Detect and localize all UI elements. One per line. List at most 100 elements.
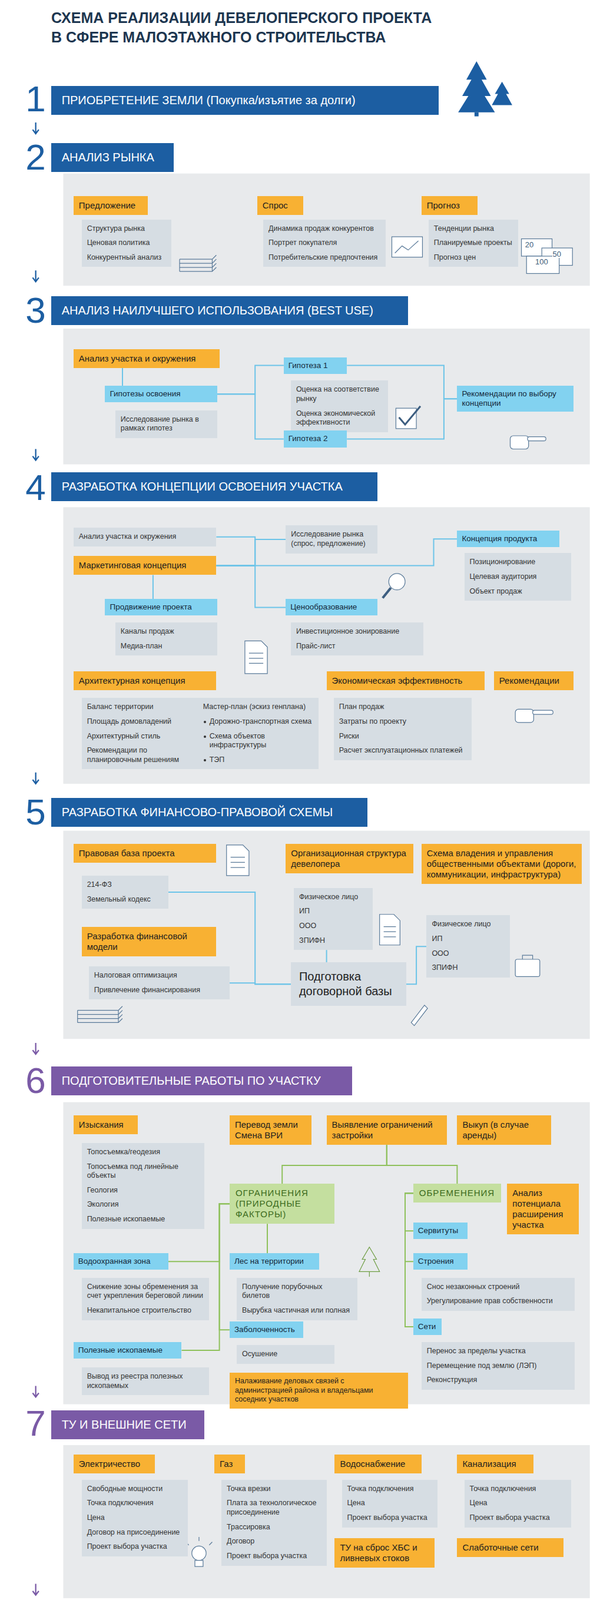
node-text: Земельный кодекс [87,894,164,905]
node-text: ЗПИФН [431,963,505,973]
illustration-group [32,61,590,1599]
node-text: Анализ потенциала расширения участка [512,1187,573,1231]
heading-box: Организационная структура девелопера [285,843,414,874]
node-text: Выкуп (в случае аренды) [462,1119,546,1141]
node-text: Водоснабжение [339,1458,416,1470]
node-text: Оценка на соответствие рынку [296,385,383,404]
connector [216,539,286,566]
node-text: Заболоченность [234,1324,299,1335]
list-box: Физическое лицоИПОООЗПИФН [293,887,373,951]
category-box: ОГРАНИЧЕНИЯ (ПРИРОДНЫЕ ФАКТОРЫ) [229,1183,335,1224]
node-text: Перемещение под землю (ЛЭП) [426,1361,570,1371]
heading-box: ТУ на сброс ХБС и ливневых стоков [334,1537,435,1568]
subheading-box: Полезные ископаемые [73,1341,182,1359]
subheading-box: Гипотеза 2 [283,430,347,447]
node-text: Вывод из реестра полезных ископаемых [87,1371,205,1391]
node-text: ТЭП [209,755,314,765]
section-band: ПРИОБРЕТЕНИЕ ЗЕМЛИ (Покупка/изъятие за д… [51,85,440,115]
node-text: Прогноз [426,200,473,211]
section-number: 3 [25,292,46,329]
node-text: Разработка финансовой модели [87,930,212,953]
node-text: Строения [418,1256,463,1266]
node-text: Ценовая политика [87,238,167,248]
list-box: 214-ФЗ Земельный кодекс [81,875,169,909]
node-text: Затраты по проекту [339,717,467,727]
heading-box: Слаботочные сети [456,1537,563,1557]
node-text: АНАЛИЗ РЫНКА [61,150,155,165]
node-text: Предложение [78,200,144,211]
node-text: Сервитуты [418,1225,463,1236]
node-text: Исследование рынка в рамках гипотез [120,415,212,434]
node-text: Свободные мощности [87,1484,183,1494]
heading-box: Анализ потенциала расширения участка [506,1183,579,1235]
list-box: Вывод из реестра полезных ископаемых [81,1367,210,1395]
node-text: Осушение [242,1349,330,1359]
connector [121,368,124,386]
connector [386,1144,458,1184]
list-box: Исследование рынка в рамках гипотез [115,410,218,439]
node-text: Гипотеза 2 [288,433,343,444]
node-text: Выявление ограничений застройки [332,1119,442,1141]
node-text: Газ [219,1458,240,1470]
node-text: ТУ И ВНЕШНИЕ СЕТИ [61,1417,187,1432]
subheading-box: Ценообразование [285,598,378,616]
connector [216,565,286,608]
node-text: Договор [226,1536,321,1547]
node-text: РАЗРАБОТКА ФИНАНСОВО-ПРАВОВОЙ СХЕМЫ [61,805,334,820]
node-text: Архитектурная концепция [78,675,212,686]
connector [219,1203,230,1330]
node-text: Организационная структура девелопера [290,847,409,870]
node-text: Проект выбора участка [347,1513,433,1523]
subheading-box: Гипотеза 1 [283,357,347,374]
node-text: Архитектурный стиль [87,731,198,742]
list-box: Снос незаконных строенийУрегулирование п… [421,1277,575,1311]
node-text: Налаживание деловых связей с администрац… [234,1376,403,1405]
list-column: Мастер-план (эскиз генплана)Дорожно-тран… [203,702,314,765]
heading-box: Водоснабжение [334,1454,422,1474]
list-box: Баланс территорииПлощадь домовладенийАрх… [81,697,319,769]
node-text: ООО [431,949,505,959]
heading-box: Спрос [257,196,304,215]
node-text: Подготовка договорной базы [299,969,399,999]
node-text: Урегулирование прав собственности [426,1296,570,1306]
node-text: Смена ВРИ [234,1129,307,1141]
node-text: Дорожно-транспортная схема [209,717,314,727]
subheading-box: Сети [413,1318,443,1335]
list-columns: Баланс территорииПлощадь домовладенийАрх… [87,702,314,765]
node-text: 214-ФЗ [87,880,164,890]
list-box: Налоговая оптимизацияПривлечение финанси… [88,966,230,1000]
list-box: Точка подключенияЦенаПроект выбора участ… [342,1479,439,1528]
connector [405,1192,414,1327]
node-text: Рекомендации по планировочным решениям [87,746,198,765]
list-box: ПозиционированиеЦелевая аудиторияОбъект … [464,552,572,601]
list-box: Осушение [236,1344,335,1364]
subheading-box: Концепция продукта [456,530,559,548]
list-box: Исследование рынка (спрос, предложение) [285,525,378,553]
subheading-box: Заболоченность [229,1321,304,1338]
node-text: ТУ на сброс ХБС и ливневых стоков [339,1542,430,1564]
list-column: Баланс территорииПлощадь домовладенийАрх… [87,702,198,765]
list-box: Структура рынкаЦеновая политикаКонкурент… [81,219,172,268]
node-text: Рекомендации по выбору концепции [461,389,569,409]
node-text: ИП [299,906,367,917]
bill-value: 20 [524,240,535,249]
node-text: Тенденции рынка [433,224,514,234]
connector [266,1223,268,1253]
section-band: ТУ И ВНЕШНИЕ СЕТИ [51,1410,205,1440]
list-box: Получение порубочных билетовВырубка част… [236,1277,357,1321]
node-text: Планируемые проекты [433,238,514,248]
heading-box: Предложение [73,196,149,215]
node-text: Точка подключения [469,1484,567,1494]
node-text: Рекомендации [499,675,569,686]
connector [216,536,255,566]
list-box: Точка врезкиПлата за технологическое при… [221,1479,327,1566]
node-text: Электричество [78,1458,151,1470]
node-text: Структура рынка [87,224,167,234]
node-text: Прайс-лист [296,641,419,652]
section-band: РАЗРАБОТКА ФИНАНСОВО-ПРАВОВОЙ СХЕМЫ [51,797,368,827]
node-text: Маркетинговая концепция [78,559,212,571]
node-text: ЗПИФН [299,936,367,946]
list-row: Архитектурный стиль [87,731,198,742]
node-text: Канализация [462,1458,529,1470]
section-number: 6 [25,1062,46,1099]
